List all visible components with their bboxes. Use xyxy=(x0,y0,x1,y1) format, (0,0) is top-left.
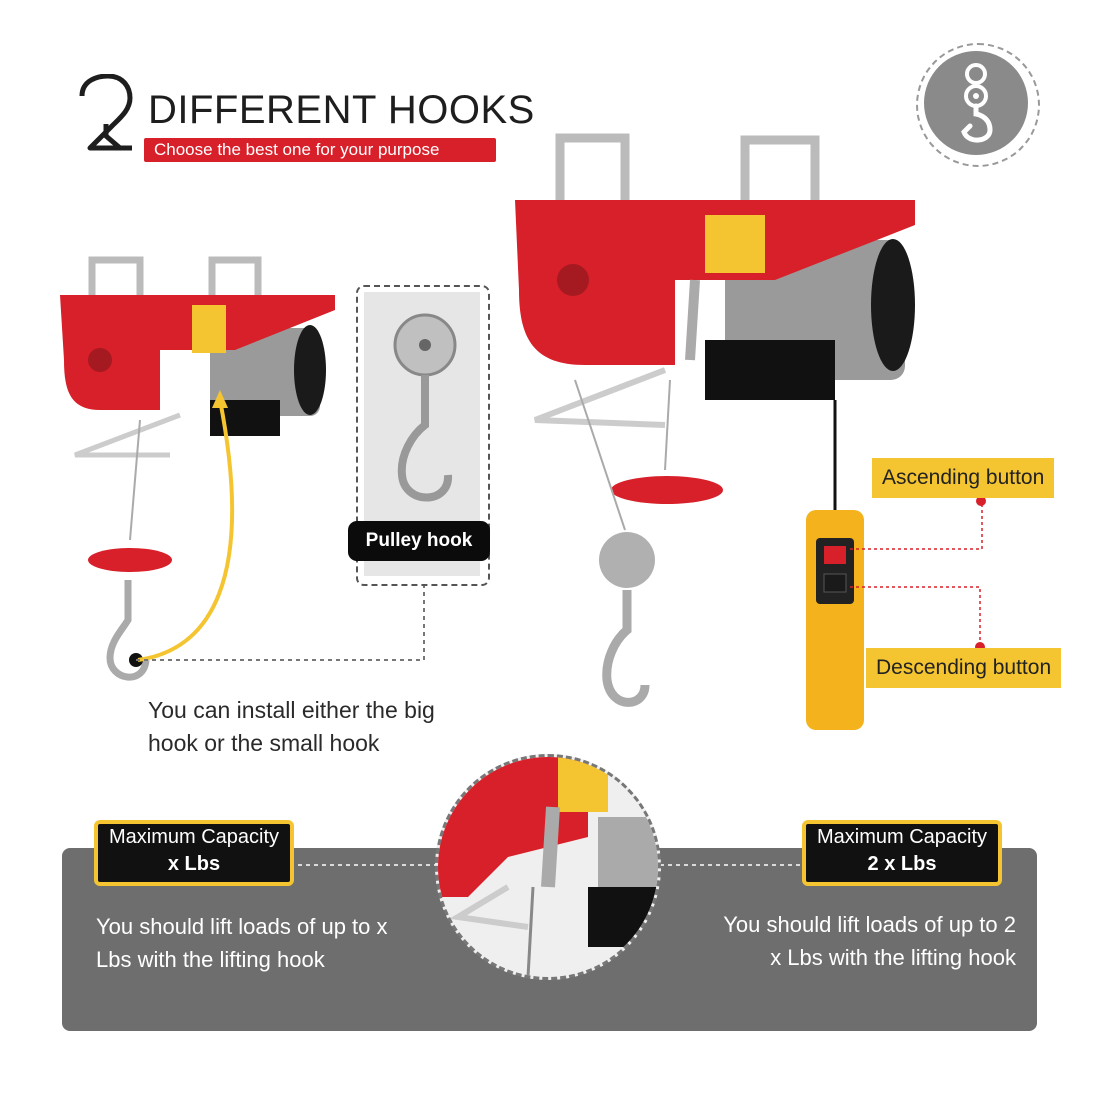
pulley-hook-label: Pulley hook xyxy=(348,521,490,561)
capacity-box-left: Maximum Capacity x Lbs xyxy=(94,820,294,886)
pulley-hook-illustration xyxy=(393,313,457,502)
ascending-button-label: Ascending button xyxy=(872,458,1055,498)
hook-closeup-illustration xyxy=(438,757,658,977)
hoist-illustration-right xyxy=(515,133,915,707)
capacity-right-title: Maximum Capacity xyxy=(816,826,988,848)
install-note: You can install either the big hook or t… xyxy=(148,697,435,756)
pulley-connector-line xyxy=(136,580,425,661)
capacity-left-title: Maximum Capacity xyxy=(108,826,280,848)
capacity-box-right: Maximum Capacity 2 x Lbs xyxy=(802,820,1002,886)
hook-closeup xyxy=(435,754,661,980)
number-two-hook-icon xyxy=(79,74,133,151)
hook-badge-ring xyxy=(916,43,1040,167)
hook-icon xyxy=(961,63,993,143)
capacity-connector-lines xyxy=(290,864,805,866)
controller-connector-lines xyxy=(850,485,986,652)
capacity-left-description: You should lift loads of up to x Lbs wit… xyxy=(96,914,388,972)
capacity-right-value: 2 x Lbs xyxy=(867,853,937,875)
hoist-illustration-left xyxy=(60,256,335,681)
capacity-right-description: You should lift loads of up to 2 x Lbs w… xyxy=(723,912,1016,970)
pendant-control-illustration xyxy=(806,510,864,730)
capacity-left-value: x Lbs xyxy=(167,853,221,875)
page-title: DIFFERENT HOOKS xyxy=(148,88,535,132)
pulley-hook-frame xyxy=(356,285,490,586)
descending-button-label: Descending button xyxy=(866,648,1062,688)
page-subtitle: Choose the best one for your purpose xyxy=(144,138,496,162)
